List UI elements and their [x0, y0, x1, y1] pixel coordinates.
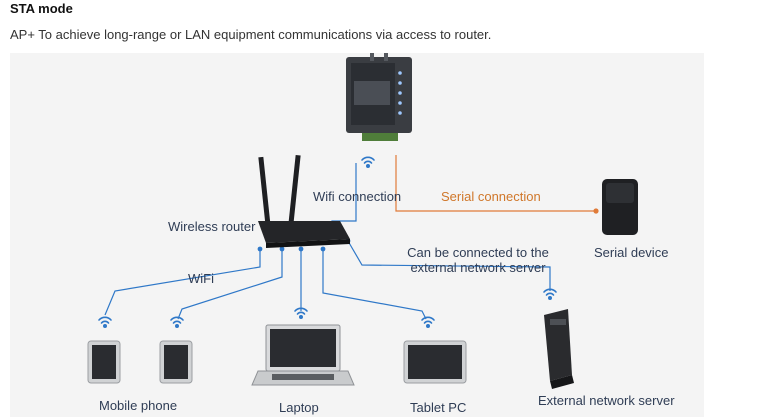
serial-endpoint-dot	[593, 208, 599, 214]
label-serial-connection: Serial connection	[441, 189, 541, 204]
phone-line	[177, 249, 283, 320]
label-tablet-pc: Tablet PC	[410, 400, 467, 415]
diagram-graphics	[87, 53, 638, 389]
wifi-icon-phone2	[170, 316, 184, 329]
mobile-phone-icon-2	[159, 340, 193, 384]
wifi-icon-external	[543, 288, 557, 301]
external-network-server-icon	[544, 309, 574, 389]
label-external-network-server: External network server	[538, 393, 675, 408]
wifi-icon-laptop	[294, 307, 308, 320]
wifi-signal-icons	[98, 156, 557, 329]
label-mobile-phone: Mobile phone	[99, 398, 178, 413]
external-server-line	[347, 240, 551, 291]
label-wireless-router: Wireless router	[168, 219, 256, 234]
mobile-phone-line	[104, 249, 261, 316]
label-laptop: Laptop	[279, 400, 319, 415]
section-title: STA mode	[10, 1, 73, 16]
wifi-icon-tablet	[421, 316, 435, 329]
label-external-line1: Can be connected to the	[407, 245, 549, 260]
section-description: AP+ To achieve long-range or LAN equipme…	[10, 27, 492, 42]
laptop-icon	[251, 324, 355, 386]
label-wifi: WiFi	[188, 271, 214, 286]
label-external-line2: external network server	[410, 260, 546, 275]
tablet-icon	[403, 340, 467, 384]
connection-lines	[104, 163, 551, 320]
wifi-icon-phone1	[98, 316, 112, 329]
label-external-connection: Can be connected to the external network…	[398, 245, 558, 275]
tablet-line	[322, 249, 427, 320]
sta-mode-diagram: Wireless router Wifi connection Serial c…	[10, 53, 704, 417]
serial-wifi-server-icon	[346, 53, 412, 141]
serial-connection-line	[395, 155, 596, 212]
label-serial-device: Serial device	[594, 245, 669, 260]
wireless-router-icon	[258, 154, 350, 248]
wifi-icon-server	[361, 156, 375, 169]
serial-device-icon	[602, 179, 638, 235]
mobile-phone-icon	[87, 340, 121, 384]
label-wifi-connection: Wifi connection	[313, 189, 402, 204]
